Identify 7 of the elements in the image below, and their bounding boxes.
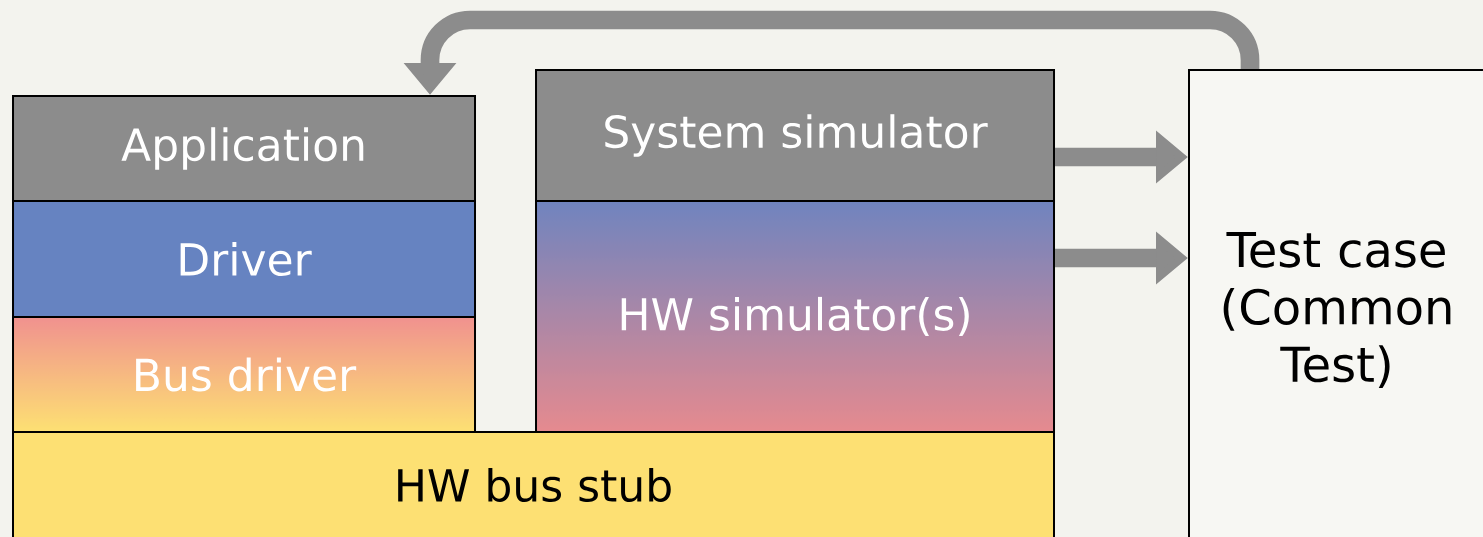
layer-box: HW simulator(s) <box>535 200 1055 433</box>
layer-box: Bus driver <box>12 316 476 433</box>
layer-box: Driver <box>12 200 476 318</box>
layer-box: HW bus stub <box>12 431 1055 537</box>
test-case-box: Test case (Common Test) <box>1188 69 1483 537</box>
layer-box: System simulator <box>535 69 1055 202</box>
layer-box: Application <box>12 95 476 202</box>
